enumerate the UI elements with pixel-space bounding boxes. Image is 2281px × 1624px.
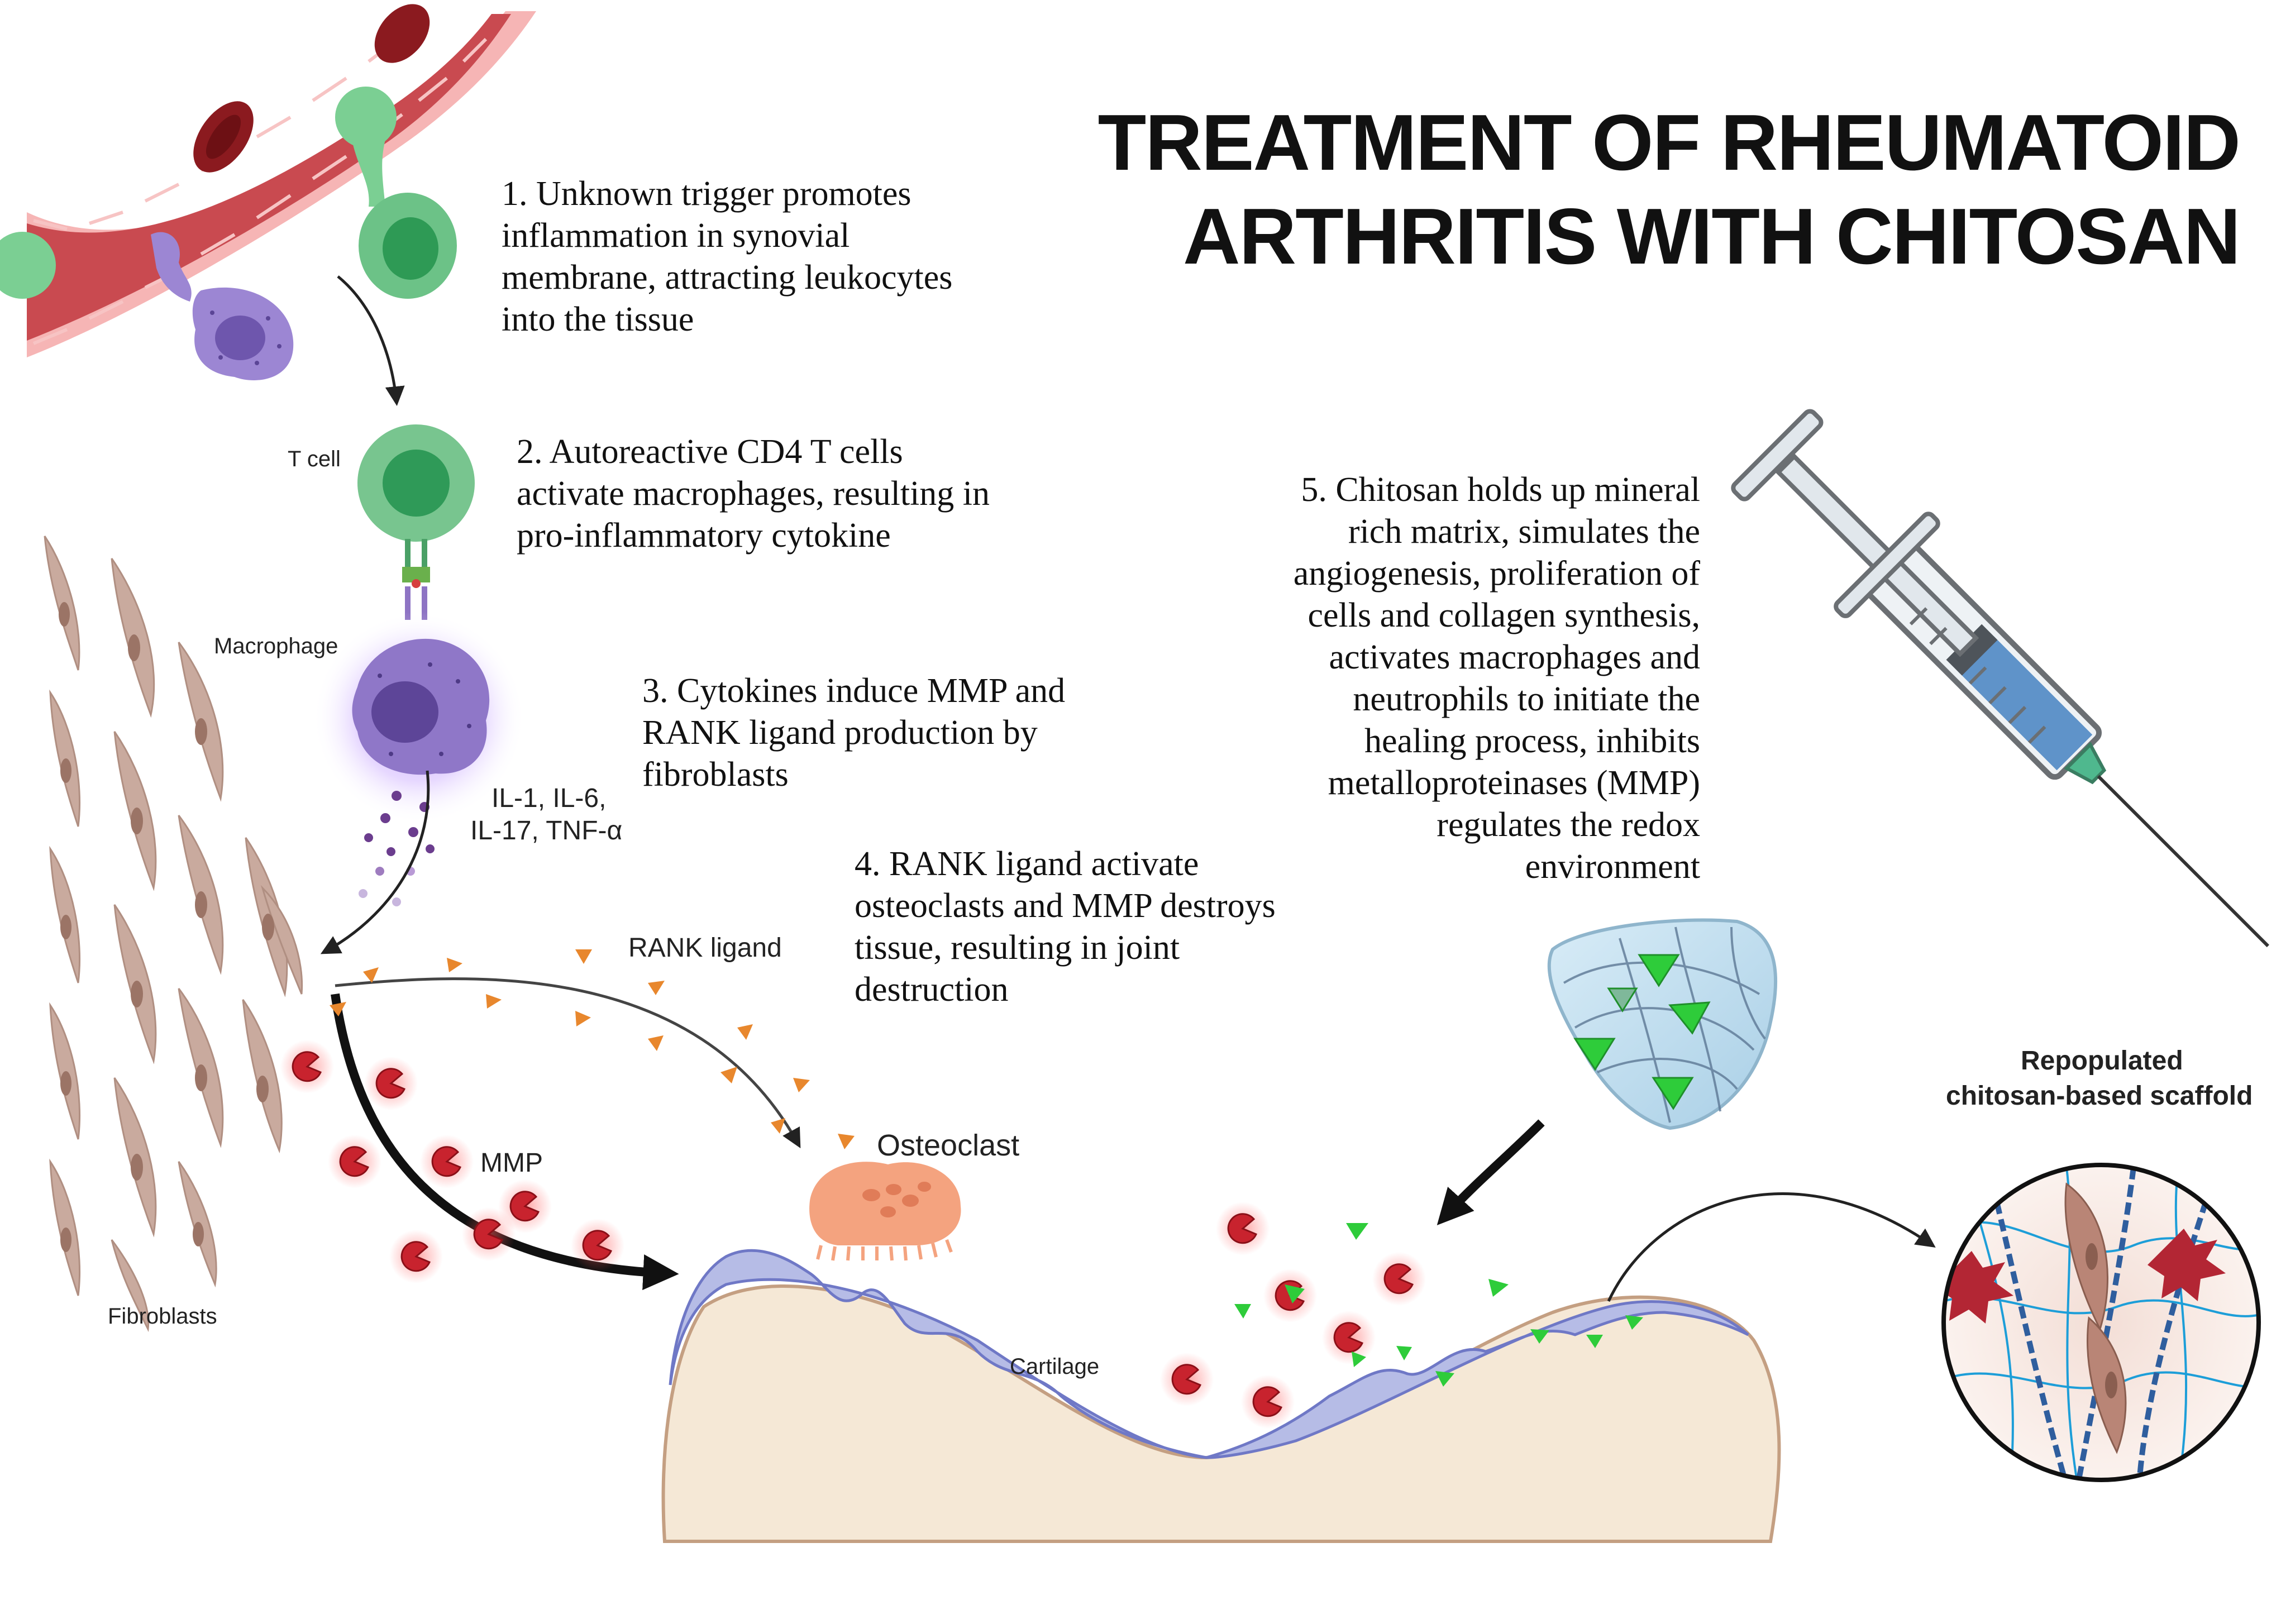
hydrogel-icon bbox=[1547, 918, 1778, 1130]
t-cell-icon bbox=[357, 424, 475, 620]
label-mmp: MMP bbox=[480, 1148, 543, 1178]
blood-vessel-icon bbox=[27, 4, 536, 357]
label-cytokines-2: IL-17, TNF-α bbox=[470, 816, 623, 846]
leukocyte-purple-icon bbox=[151, 232, 294, 381]
step-5-text: 5. Chitosan holds up mineral rich matrix… bbox=[1293, 471, 1700, 886]
label-t-cell: T cell bbox=[288, 447, 341, 471]
cartilage-icon bbox=[669, 1249, 1749, 1459]
label-cytokines-1: IL-1, IL-6, bbox=[491, 784, 607, 813]
syringe-icon bbox=[1731, 409, 2269, 948]
step-4-text: 4. RANK ligand activate osteoclasts and … bbox=[855, 845, 1276, 1009]
label-osteoclast: Osteoclast bbox=[877, 1129, 1020, 1162]
label-cartilage: Cartilage bbox=[1010, 1354, 1100, 1379]
step-3-text: 3. Cytokines induce MMP and RANK ligand … bbox=[642, 672, 1066, 794]
title-line-2: ARTHRITIS WITH CHITOSAN bbox=[1183, 192, 2241, 281]
chitosan-particles bbox=[1234, 1223, 1643, 1387]
label-macrophage: Macrophage bbox=[214, 634, 338, 658]
rank-ligand-icon bbox=[330, 949, 855, 1149]
title-line-1: TREATMENT OF RHEUMATOID bbox=[1097, 98, 2241, 187]
bone-icon bbox=[661, 1284, 1781, 1543]
macrophage-icon bbox=[313, 612, 525, 824]
leukocyte-green-icon bbox=[0, 87, 457, 299]
label-rank-ligand: RANK ligand bbox=[628, 933, 782, 963]
step-1-text: 1. Unknown trigger promotes inflammation… bbox=[502, 175, 953, 338]
label-fibroblasts: Fibroblasts bbox=[108, 1304, 217, 1329]
osteoclast-icon bbox=[809, 1162, 961, 1261]
fibroblast-nuclei bbox=[59, 602, 274, 1252]
label-scaffold-1: Repopulated bbox=[2021, 1046, 2183, 1076]
step-2-text: 2. Autoreactive CD4 T cells activate mac… bbox=[517, 433, 990, 555]
label-scaffold-2: chitosan-based scaffold bbox=[1946, 1081, 2253, 1111]
scaffold-icon bbox=[1941, 1163, 2261, 1482]
